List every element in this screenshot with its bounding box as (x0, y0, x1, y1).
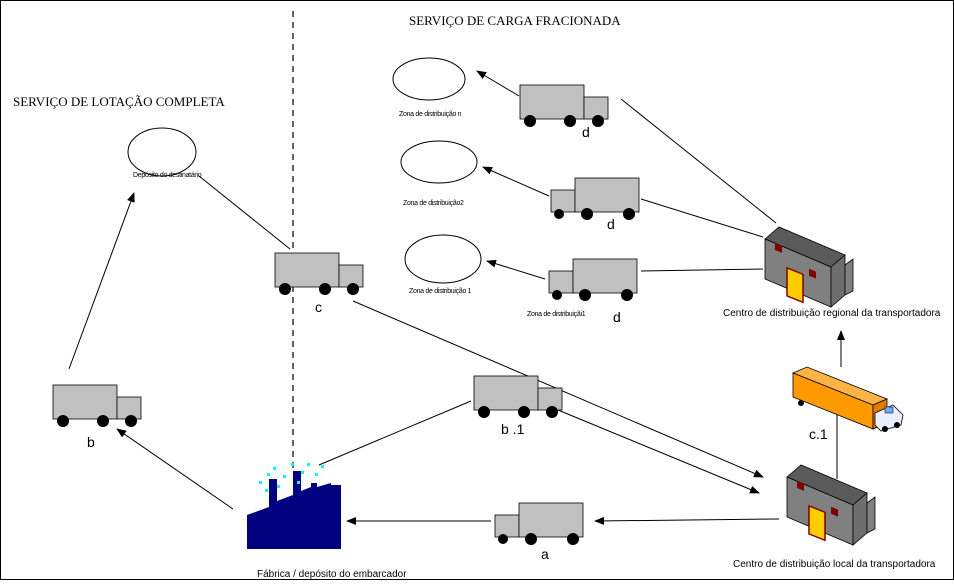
regional-distribution-center (764, 226, 854, 308)
line-zone-n-to-regional (620, 98, 777, 224)
truck-c-label: c (315, 299, 322, 315)
line-c-to-deposito (198, 175, 291, 250)
regional-distribution-center-label: Centro de distribuição regional da trans… (723, 308, 941, 319)
truck-b (52, 384, 142, 428)
truck-b-label: b (87, 434, 95, 450)
factory-icon (247, 463, 341, 549)
arrow-truck-to-zone-2 (482, 166, 550, 197)
title-lotacao-completa: SERVIÇO DE LOTAÇÃO COMPLETA (13, 94, 225, 109)
arrow-truck-to-zone-n (476, 70, 520, 97)
zone-1-ellipse (404, 234, 482, 284)
truck-b1 (473, 375, 563, 419)
zone-2-ellipse (400, 140, 478, 184)
truck-d-zone-n (519, 84, 609, 128)
deposito-destinatario-ellipse (127, 127, 197, 177)
truck-d-zone-1-label: d (613, 309, 621, 325)
zone-n-ellipse (392, 57, 466, 101)
line-fabrica-to-b1 (318, 400, 472, 466)
truck-a (494, 502, 584, 546)
truck-d-zone-1 (548, 258, 638, 302)
truck-d-zone-2 (550, 177, 640, 221)
truck-d-zone-2-label: d (607, 216, 615, 232)
truck-zone-1-caption: Zona de distribuiçãi1 (527, 311, 586, 318)
line-zone-2-to-regional (640, 198, 764, 238)
line-zone-1-to-regional (640, 268, 764, 272)
truck-a-label: a (541, 546, 549, 562)
truck-b1-label: b .1 (501, 421, 525, 437)
zone-1-label: Zona de distribuição 1 (409, 288, 472, 295)
zone-2-label: Zona de distribuição2 (403, 200, 464, 207)
arrow-truck-to-zone-1 (486, 259, 546, 280)
truck-c1-label: c.1 (809, 426, 828, 442)
local-distribution-center (786, 464, 876, 546)
arrow-b1-to-local (540, 402, 760, 494)
truck-c1-semi (791, 366, 904, 432)
arrow-local-to-a (594, 516, 780, 525)
factory-label: Fábrica / depósito do embarcador (257, 569, 407, 579)
truck-c (274, 252, 364, 296)
title-carga-fracionada: SERVIÇO DE CARGA FRACIONADA (409, 13, 621, 28)
arrow-b-to-deposito (68, 192, 135, 370)
arrow-fabrica-to-b (116, 428, 234, 510)
local-distribution-center-label: Centro de distribuição local da transpor… (733, 559, 936, 570)
zone-n-label: Zona de distribuição n (399, 111, 462, 118)
deposito-destinatario-label: Depósito do destinatário (133, 172, 202, 179)
truck-d-zone-n-label: d (582, 124, 590, 140)
